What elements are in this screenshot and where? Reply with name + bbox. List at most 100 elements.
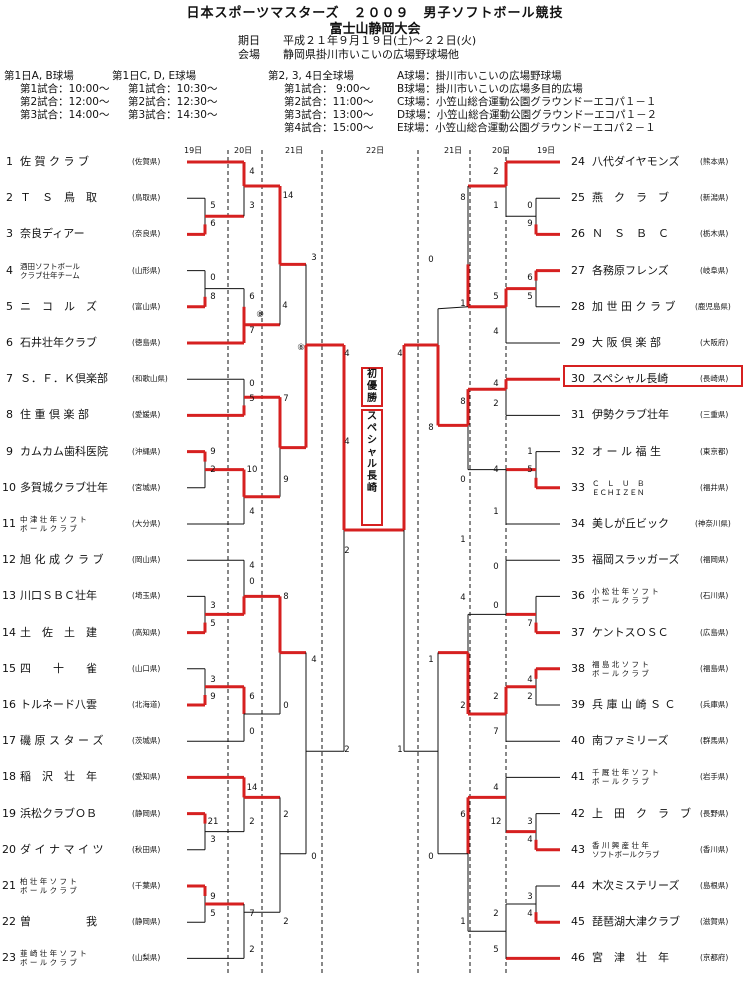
game-score: 2 <box>344 745 350 755</box>
game-score: 12 <box>490 817 502 827</box>
game-score: 7 <box>249 326 255 336</box>
schedule-line: 第2試合：12:00～ <box>20 96 110 108</box>
team-number: 28 <box>571 299 585 313</box>
team-name-line: ボ ー ル ク ラ ブ <box>592 668 649 678</box>
champion-label-text: 初優勝 <box>363 369 381 405</box>
game-score: 2 <box>210 465 216 475</box>
game-score: 4 <box>311 655 317 665</box>
team-name: 福岡スラッガーズ <box>592 553 680 567</box>
team-prefecture: (千葉県) <box>132 881 161 890</box>
team-prefecture: (東京都) <box>700 446 729 456</box>
team-name: 伊勢クラブ壮年 <box>592 408 669 422</box>
team-number: 4 <box>6 263 13 277</box>
team-number: 40 <box>571 734 585 748</box>
team-name: 石井壮年クラブ <box>20 336 97 349</box>
game-score: 2 <box>283 917 289 927</box>
team-name: Ｎ Ｓ Ｂ Ｃ <box>592 227 669 241</box>
period-value: 平成２１年９月１９日(土)～２２日(火) <box>283 34 477 47</box>
day-label-20-right: 20日 <box>492 146 511 155</box>
team-name: トルネード八雲 <box>20 698 97 711</box>
team-prefecture: (奈良県) <box>132 229 161 239</box>
champion-char: 崎 <box>367 483 377 494</box>
game-score: 3 <box>527 892 533 902</box>
field-entry: D球場：小笠山総合運動公園グラウンドーエコパ１－２ <box>397 109 658 121</box>
team-name: 大 阪 倶 楽 部 <box>592 336 661 349</box>
game-score: 9 <box>210 692 216 702</box>
team-name: 土 佐 土 建 <box>20 625 97 639</box>
team-prefecture: (長野県) <box>700 808 729 818</box>
game-score: 1 <box>428 655 434 665</box>
team-prefecture: (三重県) <box>700 410 729 420</box>
team-number: 41 <box>571 770 585 784</box>
game-score: ⑧ <box>297 343 305 353</box>
game-score: 0 <box>493 562 499 572</box>
team-name: 曽 我 <box>20 915 97 929</box>
team-prefecture: (鹿児島県) <box>695 301 731 311</box>
team-name-line: 酒田ソフトボール <box>20 261 80 271</box>
team-name: 兵 庫 山 崎 Ｓ Ｃ <box>592 698 676 711</box>
team-name: Ｓ．Ｆ．Ｋ倶楽部 <box>20 372 108 386</box>
team-number: 29 <box>571 336 585 349</box>
game-score: 0 <box>460 475 466 485</box>
team-number: 6 <box>6 336 13 349</box>
team-prefecture: (島根県) <box>700 881 729 890</box>
team-name-line: 香 川 興 産 壮 年 <box>592 840 649 850</box>
game-score: 6 <box>527 273 533 283</box>
team-prefecture: (福井県) <box>700 482 729 492</box>
team-number: 2 <box>6 191 13 205</box>
team-number: 12 <box>2 553 16 567</box>
team-prefecture: (宮城県) <box>132 482 161 492</box>
team-name-line: クラブ壮年チーム <box>20 270 80 280</box>
team-prefecture: (山口県) <box>132 663 161 673</box>
team-number: 20 <box>2 842 16 856</box>
field-entry: B球場：掛川市いこいの広場多目的広場 <box>397 83 583 95</box>
team-prefecture: (茨城県) <box>132 736 161 746</box>
schedule-head: 第1日A, B球場 <box>4 70 74 82</box>
team-name-line: Ｃ Ｌ Ｕ Ｂ <box>592 478 645 488</box>
champion-name-text: スペシャル長崎 <box>363 411 381 495</box>
field-entry: E球場：小笠山総合運動公園グラウンドーエコパ２－１ <box>397 122 656 134</box>
team-number: 27 <box>571 263 585 277</box>
field-entry: C球場：小笠山総合運動公園グラウンドーエコパ１－１ <box>397 96 657 108</box>
game-score: 0 <box>249 577 255 587</box>
game-score: 2 <box>493 692 499 702</box>
team-prefecture: (静岡県) <box>132 808 161 818</box>
game-score: 1 <box>493 507 499 517</box>
team-name: 八代ダイヤモンズ <box>592 155 680 168</box>
game-score: 3 <box>210 835 216 845</box>
team-name-line: 福 島 北 ソ フ ト <box>592 659 649 669</box>
game-score: 8 <box>460 397 466 407</box>
team-number: 36 <box>571 589 585 603</box>
game-score: 0 <box>283 701 289 711</box>
team-name: オ ー ル 福 生 <box>592 444 661 458</box>
team-prefecture: (愛媛県) <box>132 410 161 420</box>
game-score: 9 <box>210 892 216 902</box>
page-subtitle: 富士山静岡大会 <box>329 22 421 37</box>
champion-char: 勝 <box>367 393 377 404</box>
team-number: 9 <box>6 444 13 458</box>
team-number: 45 <box>571 915 585 929</box>
team-name: 香 川 興 産 壮 年ソフトボールクラブ <box>592 841 660 859</box>
team-number: 39 <box>571 698 585 711</box>
team-name: 旭 化 成 ク ラ ブ <box>20 553 104 567</box>
champion-char: 初 <box>367 369 377 380</box>
team-name: 浜松クラブＯＢ <box>20 806 97 820</box>
team-number: 37 <box>571 625 585 639</box>
team-number: 43 <box>571 842 585 856</box>
game-score: 2 <box>493 167 499 177</box>
schedule-head: 第2, 3, 4日全球場 <box>268 70 354 82</box>
team-name-line: 小 松 壮 年 ソ フ ト <box>592 587 659 597</box>
team-prefecture: (北海道) <box>132 700 161 709</box>
team-number: 46 <box>571 951 585 965</box>
team-name: 佐 賀 ク ラ ブ <box>20 155 89 168</box>
team-number: 38 <box>571 661 585 675</box>
game-score: 3 <box>210 601 216 611</box>
game-score: 3 <box>249 201 255 211</box>
team-number: 31 <box>571 408 585 422</box>
schedule-line: 第3試合：14:00～ <box>20 109 110 121</box>
champion-char: シ <box>367 435 377 446</box>
game-score: 8 <box>460 193 466 203</box>
team-number: 16 <box>2 698 16 711</box>
team-prefecture: (愛知県) <box>132 772 161 782</box>
game-score: 4 <box>527 909 533 919</box>
